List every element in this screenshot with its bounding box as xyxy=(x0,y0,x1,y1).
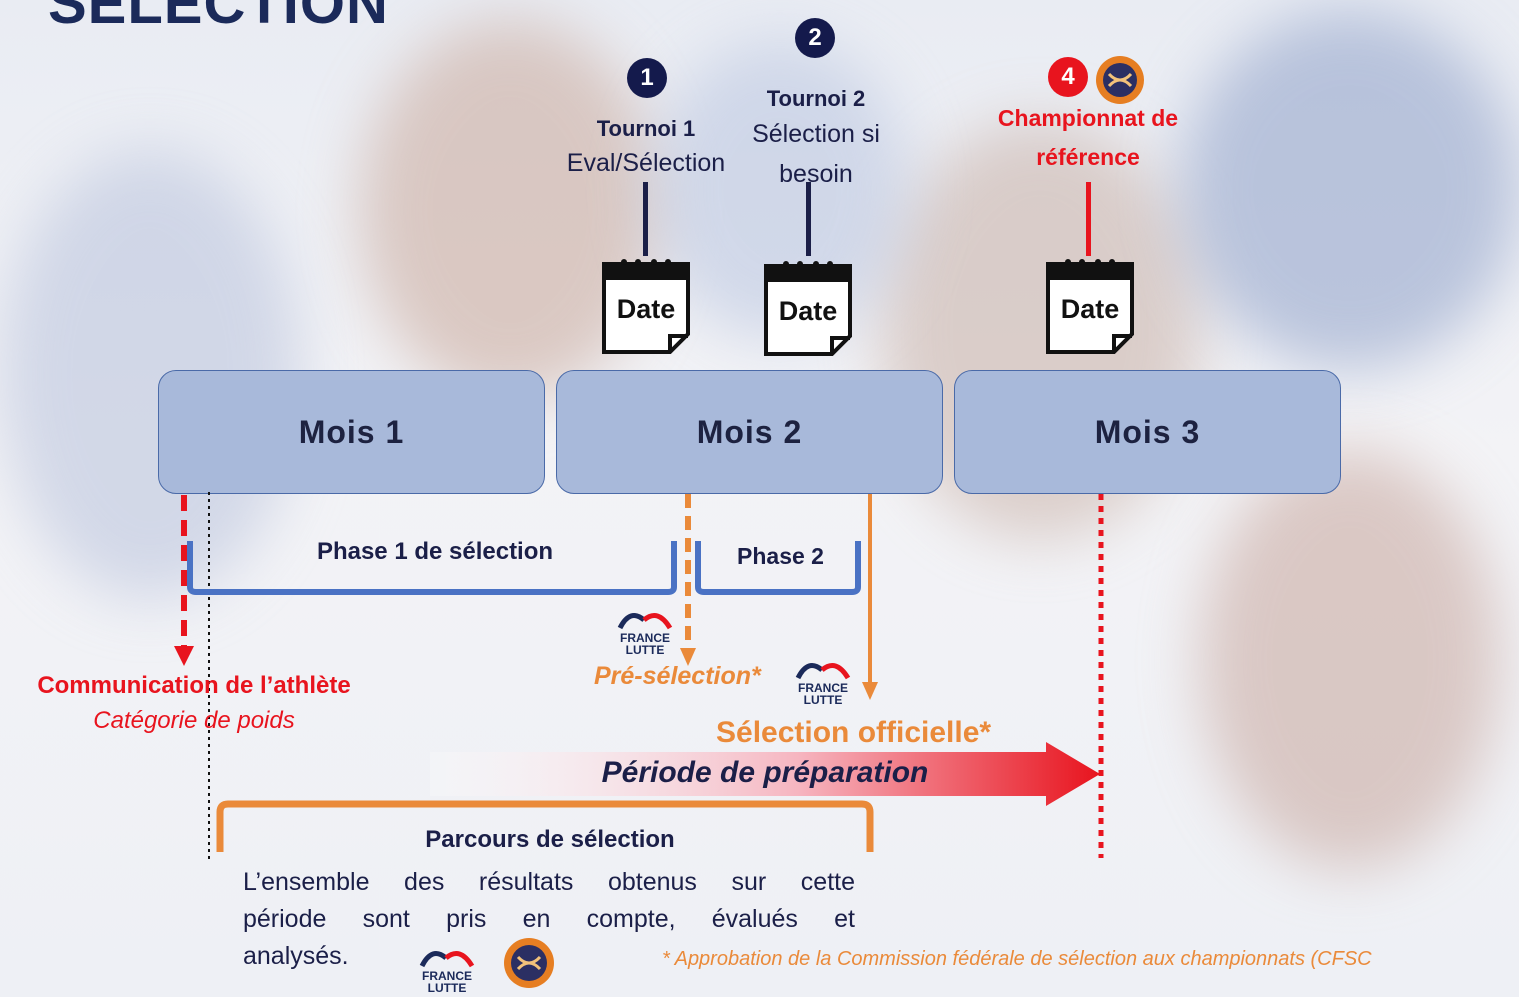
official-selection-label: Sélection officielle* xyxy=(716,716,992,749)
preselection-arrow-head xyxy=(680,648,696,666)
phase-2-bracket xyxy=(695,541,861,595)
phase-1-bracket xyxy=(187,541,677,595)
logo-text: FRANCE xyxy=(620,631,670,645)
france-lutte-logo: FRANCE LUTTE xyxy=(795,663,851,706)
event-2-subtitle-line2: besoin xyxy=(779,160,853,188)
event-1-title: Tournoi 1 xyxy=(596,116,696,141)
phase-1-label: Phase 1 de sélection xyxy=(316,538,554,565)
logo-text: LUTTE xyxy=(804,693,843,706)
event-1-subtitle: Eval/Sélection xyxy=(566,149,726,177)
logo-text: FRANCE xyxy=(798,681,848,695)
calendar-label: Date xyxy=(1060,294,1120,324)
event-2-title: Tournoi 2 xyxy=(766,86,866,111)
pathway-text-line1: L’ensemble des résultats obtenus sur cet… xyxy=(243,868,855,896)
logo-text: FRANCE xyxy=(422,969,472,983)
france-lutte-logo: FRANCE LUTTE xyxy=(617,613,673,656)
official-selection-arrow-head xyxy=(862,682,878,700)
phase-2-label: Phase 2 xyxy=(737,543,824,569)
month-2-box: Mois 2 xyxy=(556,370,943,494)
event-4-title-line2: référence xyxy=(1036,144,1140,170)
preparation-arrow xyxy=(430,742,1100,806)
preselection-label: Pré-sélection* xyxy=(594,662,761,690)
pathway-text-line3: analysés. xyxy=(243,942,349,970)
event-4-connector xyxy=(1086,182,1091,256)
france-lutte-logo: FRANCE LUTTE xyxy=(419,951,475,994)
pathway-bracket xyxy=(216,800,874,852)
event-2-connector xyxy=(806,182,811,256)
pathway-title: Parcours de sélection xyxy=(425,826,675,853)
event-2-subtitle-line1: Sélection si xyxy=(752,120,880,148)
calendar-icon: Date xyxy=(1042,256,1138,359)
preparation-period-label: Période de préparation xyxy=(601,756,929,789)
event-1-connector xyxy=(643,182,648,256)
calendar-label: Date xyxy=(616,294,676,324)
communication-subtitle: Catégorie de poids xyxy=(93,707,295,734)
uww-logo xyxy=(504,938,554,988)
uww-logo xyxy=(1096,56,1144,104)
month-3-box: Mois 3 xyxy=(954,370,1341,494)
calendar-icon: Date xyxy=(760,258,856,361)
pathway-text-line2: période sont pris en compte, évalués et xyxy=(243,905,855,933)
logo-text: LUTTE xyxy=(428,981,467,994)
footnote: * Approbation de la Commission fédérale … xyxy=(662,948,1372,970)
communication-arrow-head xyxy=(174,646,194,666)
event-1-badge: 1 xyxy=(627,58,667,98)
month-1-box: Mois 1 xyxy=(158,370,545,494)
event-4-badge: 4 xyxy=(1048,57,1088,97)
background-photo xyxy=(1200,450,1500,870)
calendar-label: Date xyxy=(778,296,838,326)
event-2-badge: 2 xyxy=(795,18,835,58)
event-4-title-line1: Championnat de xyxy=(997,105,1179,131)
communication-title: Communication de l’athlète xyxy=(37,672,351,699)
page-title: SÉLECTION xyxy=(48,0,389,36)
logo-text: LUTTE xyxy=(626,643,665,656)
calendar-icon: Date xyxy=(598,256,694,359)
background-photo xyxy=(1180,10,1519,370)
